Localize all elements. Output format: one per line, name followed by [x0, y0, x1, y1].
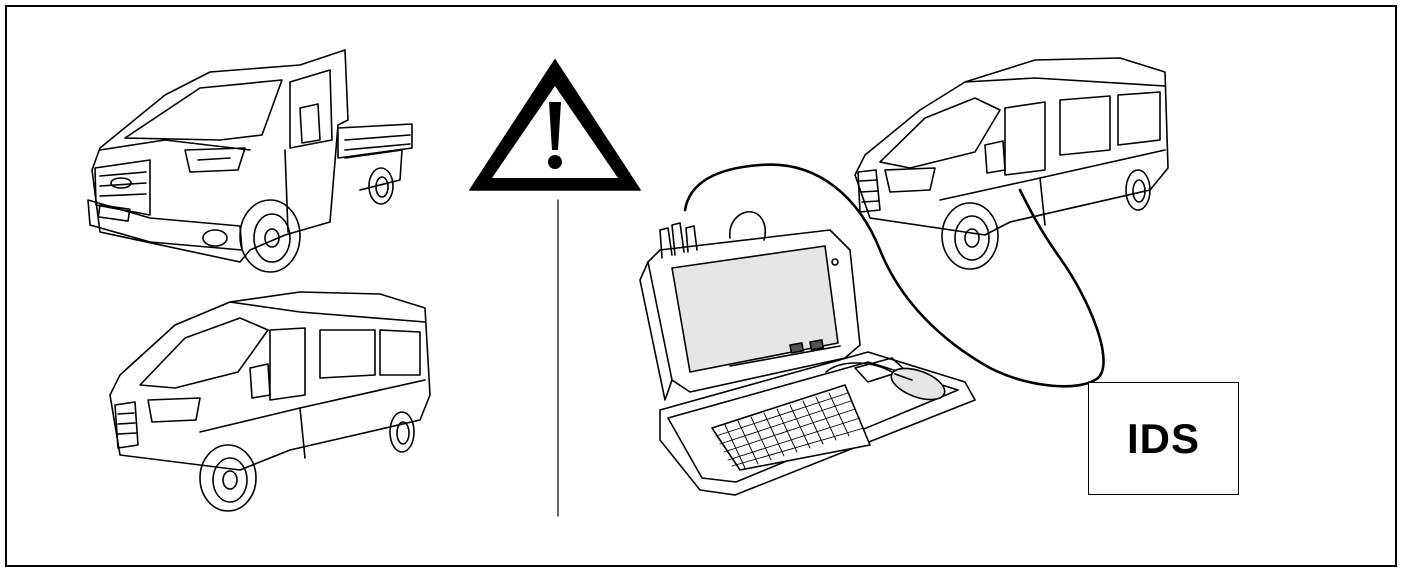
panel-van-right-illustration	[855, 58, 1168, 269]
ids-label-box: IDS	[1088, 382, 1239, 495]
panel-van-illustration	[110, 292, 430, 511]
chassis-cab-truck-illustration	[88, 50, 412, 272]
warning-triangle-icon	[470, 60, 640, 190]
ids-label: IDS	[1127, 415, 1200, 463]
device-screen	[672, 246, 838, 372]
diagnostic-laptop-illustration	[640, 212, 975, 495]
